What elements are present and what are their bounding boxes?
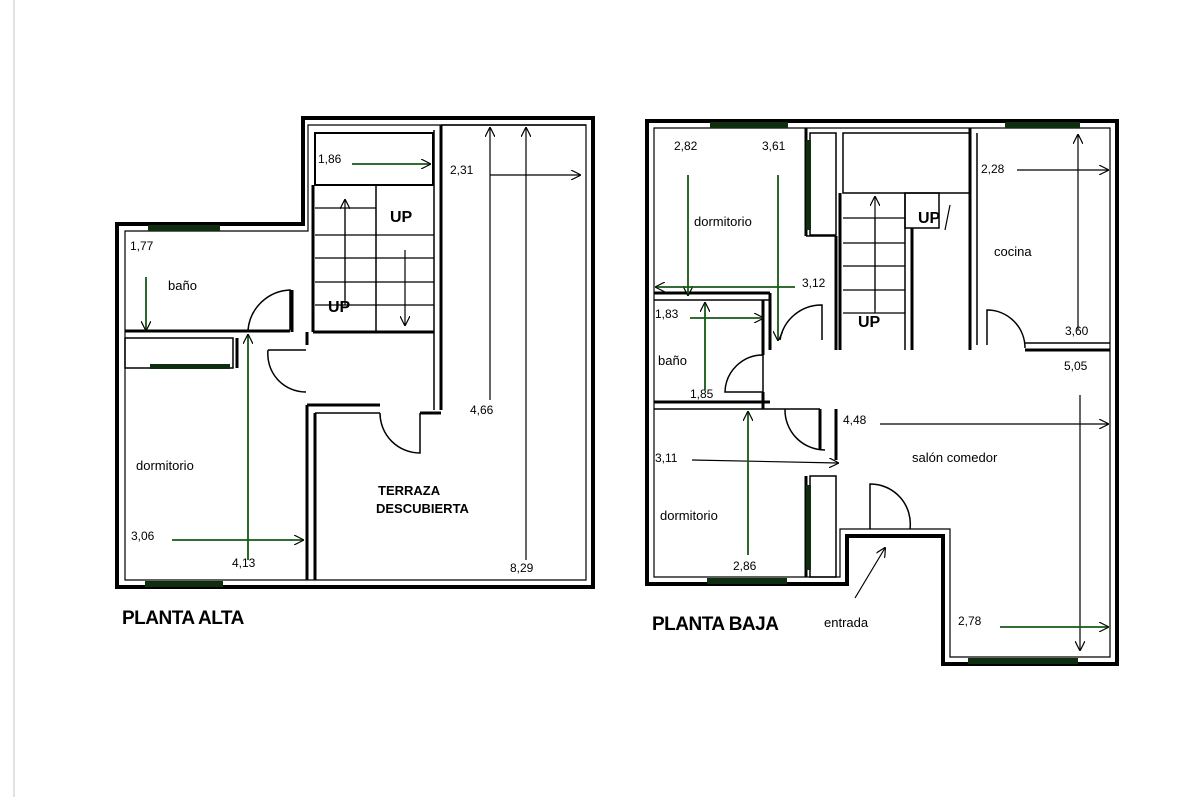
dim-upper-bedroom-width: 3,06 <box>131 529 155 543</box>
dim-lower-kitchen-height: 3,60 <box>1065 324 1089 338</box>
room-lower-kitchen: cocina <box>994 244 1032 259</box>
room-upper-bath: baño <box>168 278 197 293</box>
window-lower-bottom-left <box>707 578 787 584</box>
dim-upper-terrace-width: 2,31 <box>450 163 474 177</box>
dim-upper-total-depth: 8,29 <box>510 561 534 575</box>
dim-lower-living-width: 4,48 <box>843 413 867 427</box>
dim-lower-bath-width: 1,83 <box>655 307 679 321</box>
window-upper-top <box>148 225 220 231</box>
room-lower-bedroom-bottom: dormitorio <box>660 508 718 523</box>
stair-lower-up-bottom: UP <box>858 314 881 331</box>
dim-lower-living-depth: 5,05 <box>1064 359 1088 373</box>
room-upper-terrace-line2: DESCUBIERTA <box>376 501 470 516</box>
stair-upper-up-bottom: UP <box>328 299 351 316</box>
title-lower-floor: PLANTA BAJA <box>652 614 779 635</box>
room-upper-bedroom: dormitorio <box>136 458 194 473</box>
dim-lower-closet-width: 3,12 <box>802 276 826 290</box>
dim-upper-bath-height: 1,77 <box>130 239 154 253</box>
dim-upper-stair-width: 1,86 <box>318 152 342 166</box>
window-lower-top-left <box>710 122 788 128</box>
dim-lower-bedroom-top-width: 2,82 <box>674 139 698 153</box>
dim-upper-terrace-depth: 4,66 <box>470 403 494 417</box>
stair-lower-up-top: UP <box>918 210 941 227</box>
dim-lower-entrance-width: 2,78 <box>958 614 982 628</box>
window-lower-bottom-right <box>968 658 1078 664</box>
dim-lower-bedroom-top-height: 3,61 <box>762 139 786 153</box>
room-lower-bedroom-top: dormitorio <box>694 214 752 229</box>
stair-upper-up-top: UP <box>390 209 413 226</box>
dim-lower-bath-height: 1,85 <box>690 387 714 401</box>
window-lower-top-right <box>1005 122 1080 128</box>
dim-upper-bedroom-height: 4,13 <box>232 556 256 570</box>
room-lower-entrance: entrada <box>824 615 869 630</box>
window-upper-bottom <box>145 581 223 587</box>
dim-lower-kitchen-width: 2,28 <box>981 162 1005 176</box>
lower-floor-plan: 2,82 3,61 dormitorio 3,12 2,28 cocina 3,… <box>645 119 1119 666</box>
room-lower-living: salón comedor <box>912 450 998 465</box>
upper-floor-plan: 1,77 baño dormitorio 3,06 4,13 1,86 2,31… <box>115 116 595 629</box>
title-upper-floor: PLANTA ALTA <box>122 608 245 629</box>
room-upper-terrace-line1: TERRAZA <box>378 483 441 498</box>
dim-lower-bedroom-bottom-width: 3,11 <box>655 451 678 465</box>
dim-lower-bedroom-bottom-height: 2,86 <box>733 559 757 573</box>
room-lower-bath: baño <box>658 353 687 368</box>
